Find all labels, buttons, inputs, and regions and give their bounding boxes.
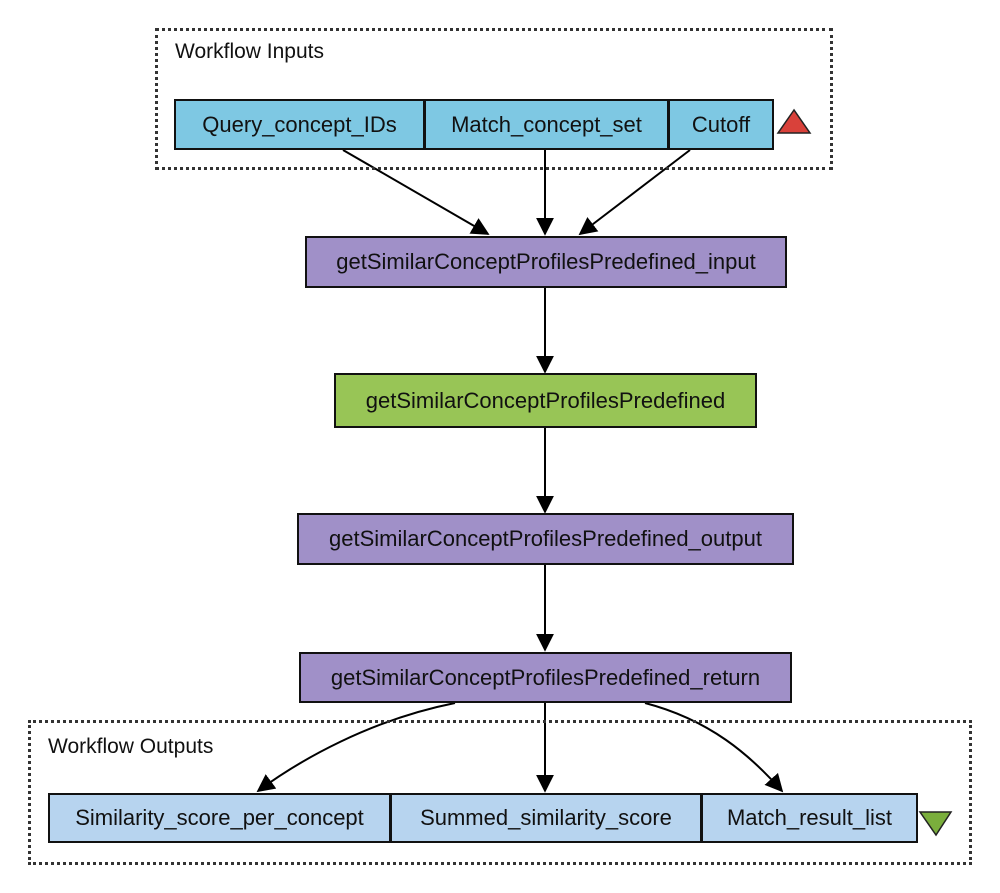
edge-query-to-input xyxy=(342,149,490,235)
processor-input-node[interactable]: getSimilarConceptProfilesPredefined_inpu… xyxy=(305,236,787,288)
processor-output-node[interactable]: getSimilarConceptProfilesPredefined_outp… xyxy=(297,513,794,565)
output-port-similarity-score-per-concept[interactable]: Similarity_score_per_concept xyxy=(48,793,391,843)
edge-return-to-match-result xyxy=(644,702,784,793)
service-node[interactable]: getSimilarConceptProfilesPredefined xyxy=(334,373,757,428)
workflow-outputs-label: Workflow Outputs xyxy=(48,735,214,758)
workflow-inputs-label: Workflow Inputs xyxy=(175,40,324,63)
input-triangle-marker xyxy=(776,108,812,134)
edge-cutoff-to-input xyxy=(578,149,691,236)
output-triangle-marker xyxy=(918,811,953,837)
input-port-match-concept-set[interactable]: Match_concept_set xyxy=(424,99,669,150)
output-port-match-result-list[interactable]: Match_result_list xyxy=(701,793,918,843)
input-port-query-concept-ids[interactable]: Query_concept_IDs xyxy=(174,99,425,150)
workflow-inputs-group xyxy=(155,28,833,170)
workflow-outputs-group xyxy=(28,720,972,865)
edge-return-to-similarity xyxy=(256,702,456,793)
processor-return-node[interactable]: getSimilarConceptProfilesPredefined_retu… xyxy=(299,652,792,703)
output-port-summed-similarity-score[interactable]: Summed_similarity_score xyxy=(390,793,702,843)
input-port-cutoff[interactable]: Cutoff xyxy=(668,99,774,150)
